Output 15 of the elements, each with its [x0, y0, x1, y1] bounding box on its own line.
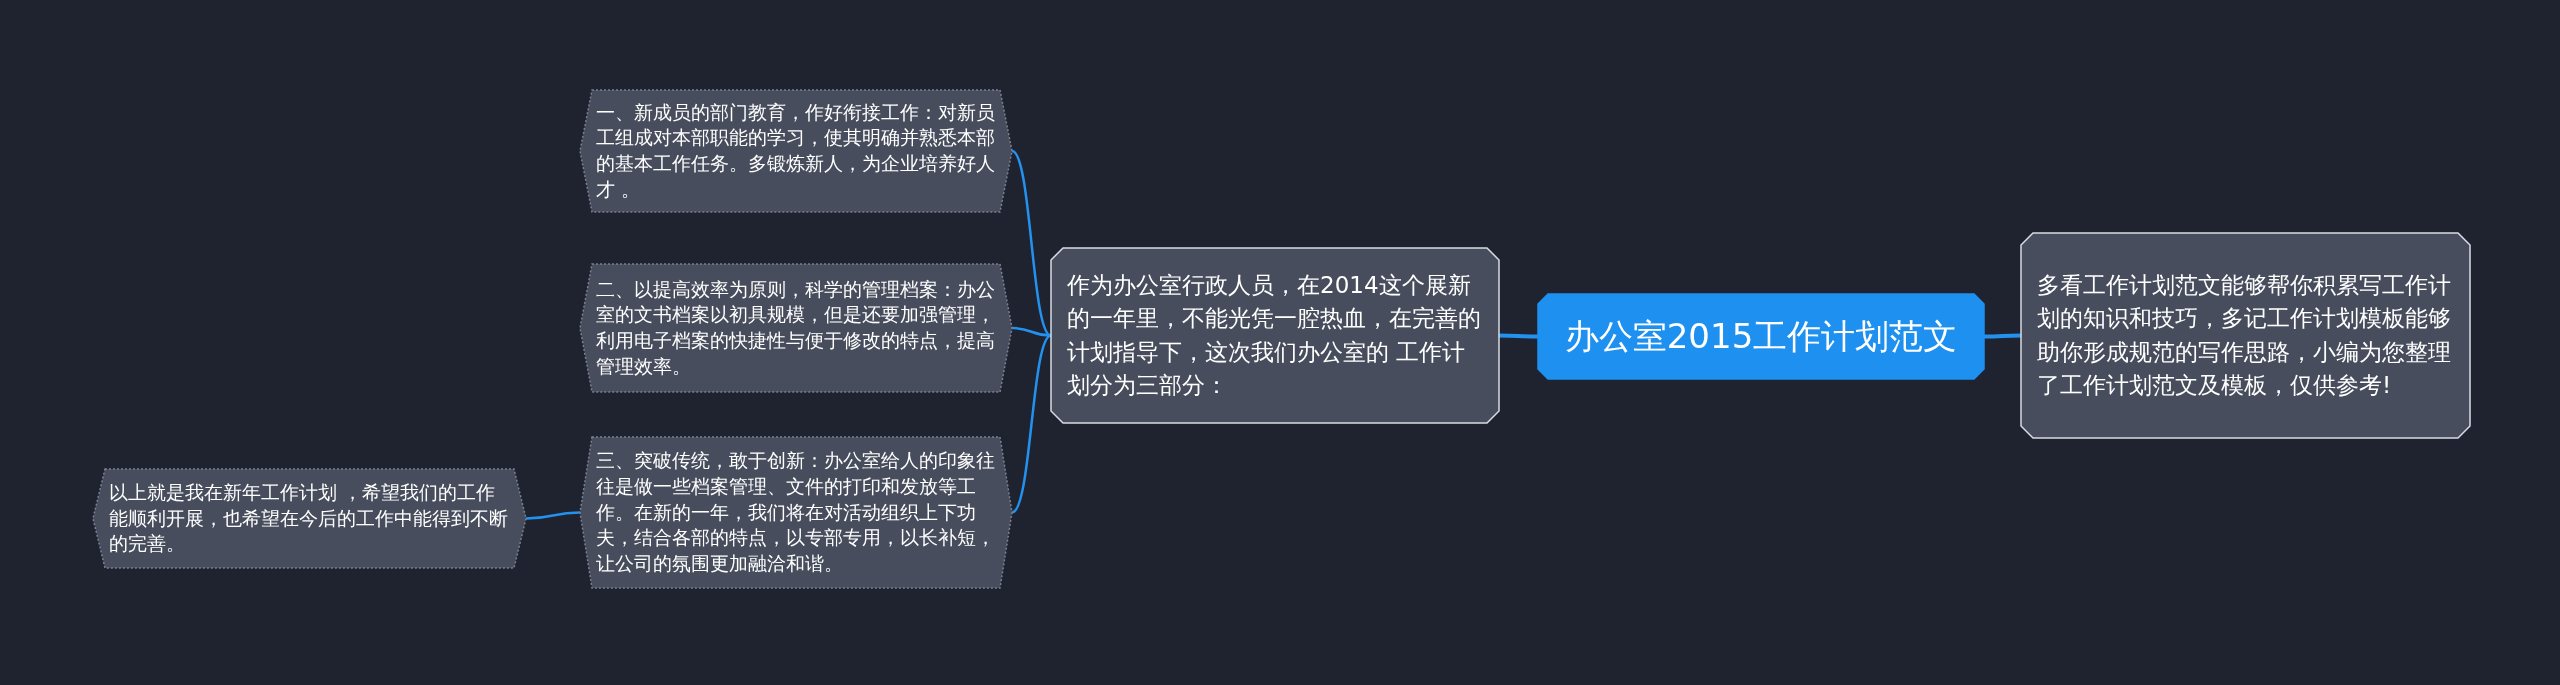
- note-box: [1051, 248, 1499, 423]
- connector-line: [525, 511, 581, 520]
- connector-line: [1011, 334, 1052, 514]
- node-text: 一、新成员的部门教育，作好衔接工作：对新员工组成对本部职能的学习，使其明确并熟悉本部的基本工作任务。多锻炼新人，为企业培养好人才 。: [596, 99, 996, 202]
- connector-line: [1011, 150, 1052, 337]
- topic-box: [1538, 294, 1984, 379]
- connector-line: [1984, 333, 2021, 339]
- node-text: 作为办公室行政人员，在2014这个展新的一年里，不能光凭一腔热血，在完善的计划指导下，这次我们办公室的 工作计划分为三部分：: [1067, 270, 1482, 400]
- node-text: 以上就是我在新年工作计划 ，希望我们的工作能顺利开展，也希望在今后的工作中能得到不断的完善。: [109, 480, 509, 557]
- node-text: 二、以提高效率为原则，科学的管理档案：办公室的文书档案以初具规模，但是还要加强管理，利用电子档案的快捷性与便于修改的特点，提高管理效率。: [596, 276, 996, 379]
- node-text: 办公室2015工作计划范文: [1563, 314, 1959, 358]
- connector-line: [1499, 333, 1538, 339]
- note-box: [2021, 233, 2470, 438]
- node-text: 三、突破传统，敢于创新：办公室给人的印象往往是做一些档案管理、文件的打印和发放等工作。在新的一年，我们将在对活动组织上下功夫，结合各部的特点，以专部专用，以长补短，让公司的氛围更加融洽和谐。: [596, 448, 996, 576]
- node-text: 多看工作计划范文能够帮你积累写工作计划的知识和技巧，多记工作计划模板能够助你形成规范的写作思路，小编为您整理了工作计划范文及模板，仅供参考!: [2037, 270, 2452, 400]
